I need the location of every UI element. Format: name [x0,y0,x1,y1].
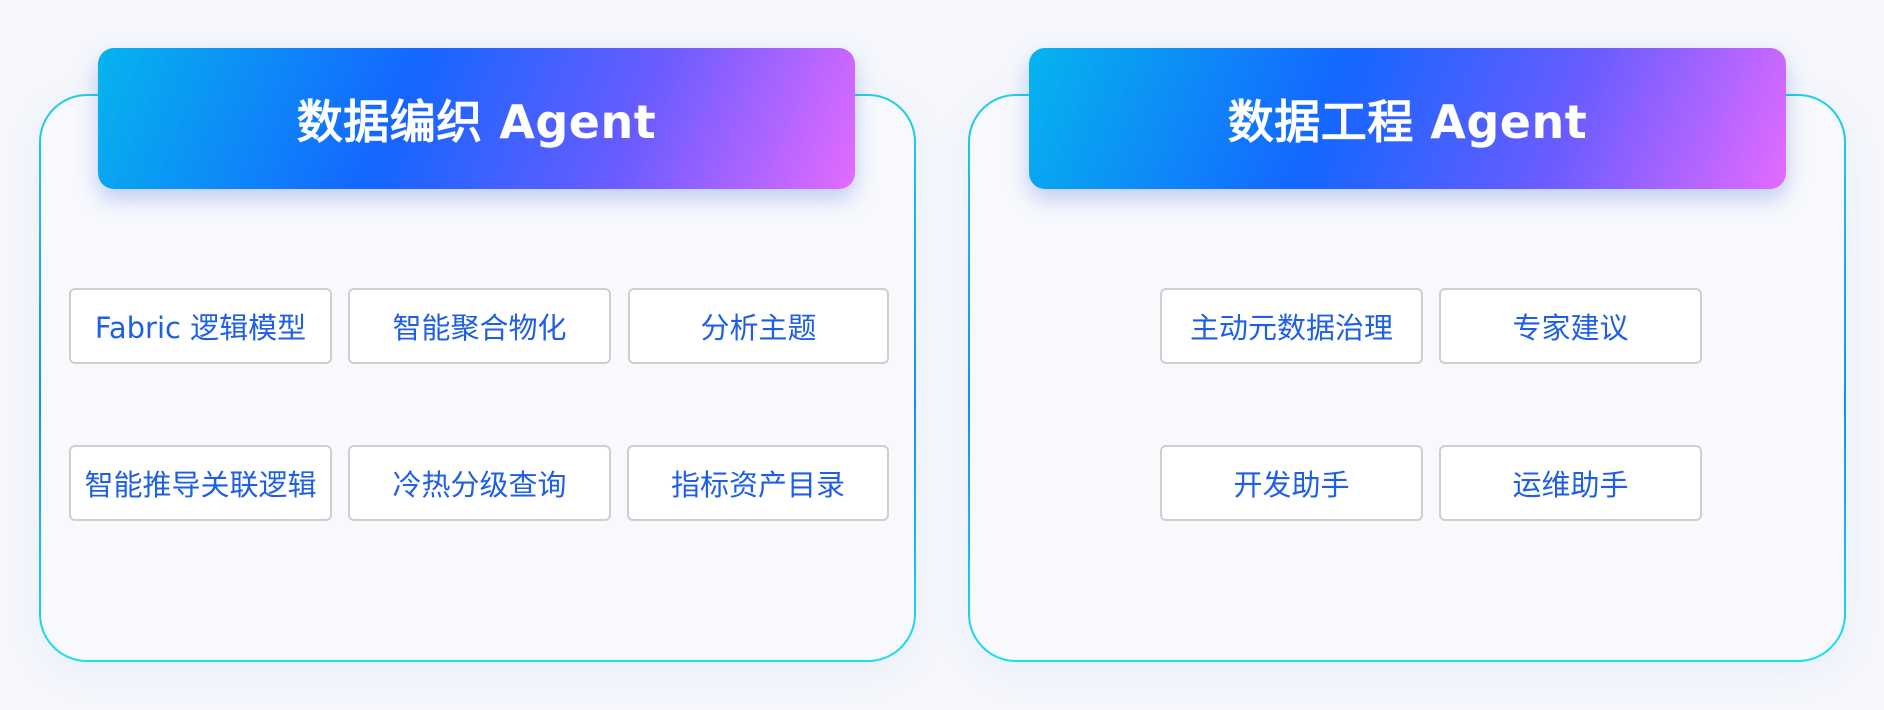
data-engineering-agent-title: 数据工程 Agent [1227,94,1588,149]
data-fabric-agent-header: 数据编织 Agent [98,48,855,189]
data-fabric-agent-card [39,94,916,662]
smart-relation-inference-chip[interactable]: 智能推导关联逻辑 [69,445,332,521]
data-fabric-agent-title: 数据编织 Agent [296,94,657,149]
data-engineering-agent-header: 数据工程 Agent [1029,48,1786,189]
metric-asset-catalog-chip[interactable]: 指标资产目录 [627,445,889,521]
ops-assistant-chip[interactable]: 运维助手 [1439,445,1702,521]
fabric-logic-model-chip[interactable]: Fabric 逻辑模型 [69,288,332,364]
active-metadata-governance-chip[interactable]: 主动元数据治理 [1160,288,1423,364]
data-engineering-agent-card [968,94,1846,662]
analysis-topic-chip[interactable]: 分析主题 [628,288,889,364]
smart-aggregation-chip[interactable]: 智能聚合物化 [348,288,611,364]
dev-assistant-chip[interactable]: 开发助手 [1160,445,1423,521]
hot-cold-tier-query-chip[interactable]: 冷热分级查询 [348,445,611,521]
expert-advice-chip[interactable]: 专家建议 [1439,288,1702,364]
